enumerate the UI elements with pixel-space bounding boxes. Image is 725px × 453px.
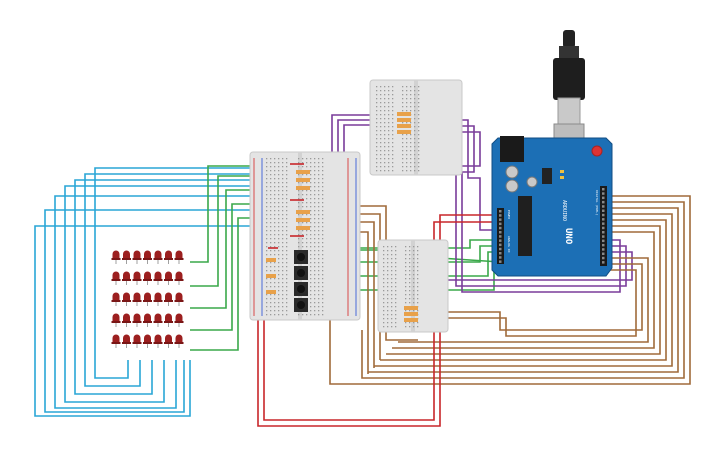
- led[interactable]: [122, 334, 131, 348]
- wire[interactable]: [368, 207, 679, 373]
- led[interactable]: [174, 334, 184, 348]
- wire[interactable]: [190, 189, 270, 309]
- pushbutton[interactable]: [294, 282, 308, 296]
- model-label: UNO: [563, 228, 573, 245]
- led[interactable]: [111, 313, 121, 327]
- led[interactable]: [132, 250, 142, 264]
- capacitor: [505, 179, 519, 193]
- led[interactable]: [143, 271, 152, 285]
- led-matrix: [111, 250, 184, 348]
- led[interactable]: [164, 250, 173, 264]
- led[interactable]: [122, 292, 131, 306]
- led[interactable]: [143, 250, 152, 264]
- led[interactable]: [174, 313, 184, 327]
- wire[interactable]: [430, 125, 621, 293]
- led[interactable]: [122, 271, 131, 285]
- wire[interactable]: [374, 213, 673, 367]
- led[interactable]: [122, 313, 131, 327]
- led[interactable]: [164, 313, 173, 327]
- wire[interactable]: [34, 225, 255, 417]
- led[interactable]: [153, 292, 163, 306]
- usb-cable[interactable]: [553, 30, 585, 151]
- wire[interactable]: [190, 165, 270, 263]
- power-jack: [500, 136, 524, 162]
- led[interactable]: [111, 250, 121, 264]
- wire[interactable]: [430, 269, 637, 337]
- digital-header[interactable]: [600, 186, 607, 266]
- atmega-chip: [518, 196, 532, 256]
- led[interactable]: [153, 334, 163, 348]
- led[interactable]: [174, 292, 184, 306]
- onboard-led: [560, 176, 564, 179]
- voltage-regulator: [542, 168, 552, 184]
- reset-button[interactable]: [591, 145, 603, 157]
- led[interactable]: [174, 271, 184, 285]
- led[interactable]: [153, 313, 163, 327]
- led[interactable]: [143, 292, 152, 306]
- resistor-array-main[interactable]: [296, 170, 310, 230]
- onboard-led: [560, 170, 564, 173]
- led[interactable]: [143, 313, 152, 327]
- wire[interactable]: [398, 257, 649, 343]
- wire[interactable]: [94, 167, 255, 379]
- arduino-uno-board[interactable]: ARDUINO UNO DIGITAL (PWM~) ANALOG IN POW…: [491, 136, 613, 277]
- component-group: [266, 112, 418, 322]
- wire[interactable]: [190, 175, 270, 287]
- led[interactable]: [143, 334, 152, 348]
- led[interactable]: [164, 292, 173, 306]
- analog-header-label: ANALOG IN: [507, 236, 511, 252]
- capacitor: [526, 176, 538, 188]
- led[interactable]: [111, 292, 121, 306]
- led[interactable]: [111, 271, 121, 285]
- wire[interactable]: [84, 173, 255, 387]
- breadboard-right[interactable]: [377, 239, 449, 333]
- brand-label: ARDUINO: [561, 200, 567, 221]
- led[interactable]: [153, 271, 163, 285]
- wire[interactable]: [386, 225, 661, 355]
- led[interactable]: [174, 250, 184, 264]
- digital-header-label: DIGITAL (PWM~): [595, 190, 599, 215]
- pushbutton[interactable]: [294, 250, 308, 264]
- resistor-column-left[interactable]: [266, 258, 276, 294]
- resistor-array-top[interactable]: [397, 112, 411, 134]
- wire-group-blue: [34, 167, 255, 417]
- led[interactable]: [132, 292, 142, 306]
- wire[interactable]: [361, 201, 685, 379]
- wire[interactable]: [430, 263, 643, 331]
- led[interactable]: [132, 271, 142, 285]
- led[interactable]: [164, 334, 173, 348]
- wire[interactable]: [445, 251, 633, 281]
- wire[interactable]: [44, 209, 255, 413]
- wire[interactable]: [74, 179, 255, 395]
- pushbutton[interactable]: [294, 298, 308, 312]
- led[interactable]: [132, 313, 142, 327]
- capacitor: [505, 165, 519, 179]
- wire[interactable]: [64, 185, 255, 403]
- led[interactable]: [122, 250, 131, 264]
- led[interactable]: [153, 250, 163, 264]
- led[interactable]: [111, 334, 121, 348]
- wire[interactable]: [54, 195, 255, 409]
- resistor-array-right[interactable]: [404, 306, 418, 322]
- breadboard-top[interactable]: [369, 79, 463, 176]
- led[interactable]: [164, 271, 173, 285]
- wire[interactable]: [380, 219, 667, 361]
- pushbutton-group: [294, 250, 308, 312]
- power-header-label: POWER: [507, 210, 511, 219]
- led[interactable]: [132, 334, 142, 348]
- wire[interactable]: [392, 231, 655, 349]
- pushbutton[interactable]: [294, 266, 308, 280]
- wire[interactable]: [355, 221, 375, 368]
